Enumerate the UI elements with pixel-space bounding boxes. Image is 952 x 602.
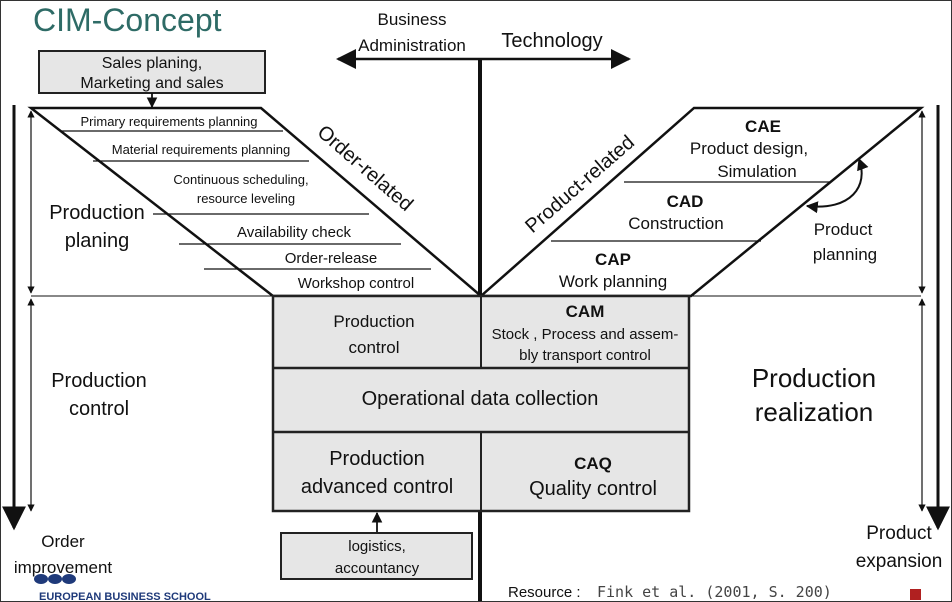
- sales-planning-line2: Marketing and sales: [80, 75, 223, 92]
- production-realization-line2: realization: [755, 397, 874, 427]
- step-primary-requirements: Primary requirements planning: [80, 114, 257, 129]
- production-advanced-control-line2: advanced control: [301, 476, 453, 498]
- logistics-box: [280, 532, 473, 580]
- step-resource-leveling: resource leveling: [197, 191, 295, 206]
- business-label-2: Administration: [358, 36, 466, 55]
- step-material-requirements: Material requirements planning: [112, 142, 290, 157]
- order-improvement-line2: improvement: [14, 558, 113, 577]
- cap-line1: Work planning: [559, 272, 667, 291]
- cae-line1: Product design,: [690, 139, 808, 158]
- caq-title: CAQ: [574, 454, 612, 473]
- school-name: EUROPEAN BUSINESS SCHOOL: [39, 591, 211, 602]
- step-order-release: Order-release: [285, 250, 378, 267]
- cam-line1: Stock , Process and assem-: [492, 326, 679, 343]
- operational-data-collection: Operational data collection: [362, 388, 599, 410]
- cap-title: CAP: [595, 250, 631, 269]
- cae-title: CAE: [745, 117, 781, 136]
- production-planing-line1: Production: [49, 202, 145, 224]
- sales-planning-box: [38, 50, 266, 94]
- resource-label: Resource :: [508, 584, 581, 601]
- production-advanced-control-line1: Production: [329, 448, 425, 470]
- cam-title: CAM: [566, 302, 605, 321]
- step-continuous-scheduling: Continuous scheduling,: [173, 172, 308, 187]
- production-realization-line1: Production: [752, 363, 876, 393]
- cam-line2: bly transport control: [519, 347, 651, 364]
- logistics-line1: logistics,: [348, 538, 406, 555]
- product-planning-line2: planning: [813, 245, 877, 264]
- cae-line2: Simulation: [717, 162, 796, 181]
- product-planning-line1: Product: [814, 220, 873, 239]
- product-planning-arrow: [805, 157, 869, 214]
- product-expansion-line1: Product: [866, 523, 932, 544]
- production-planing-line2: planing: [65, 230, 130, 252]
- step-workshop-control: Workshop control: [298, 275, 414, 292]
- product-expansion-line2: expansion: [856, 551, 943, 572]
- production-control-center-line2: control: [348, 338, 399, 357]
- order-related-label: Order-related: [313, 121, 417, 216]
- technology-label: Technology: [501, 30, 602, 52]
- production-control-left-line1: Production: [51, 370, 147, 392]
- production-control-center-line1: Production: [333, 312, 414, 331]
- business-label-1: Business: [378, 10, 447, 29]
- caq-line1: Quality control: [529, 478, 657, 500]
- school-logo-icon: [34, 574, 76, 584]
- step-availability-check: Availability check: [237, 224, 351, 241]
- accent-square: [910, 589, 921, 600]
- cad-title: CAD: [667, 192, 704, 211]
- resource-reference: Fink et al. (2001, S. 200): [597, 583, 832, 601]
- sales-planning-line1: Sales planing,: [102, 55, 203, 72]
- logistics-line2: accountancy: [335, 560, 420, 577]
- product-related-label: Product-related: [521, 131, 639, 237]
- order-improvement-line1: Order: [41, 532, 85, 551]
- production-control-left-line2: control: [69, 398, 129, 420]
- page-title: CIM-Concept: [33, 2, 222, 38]
- cad-line1: Construction: [628, 214, 723, 233]
